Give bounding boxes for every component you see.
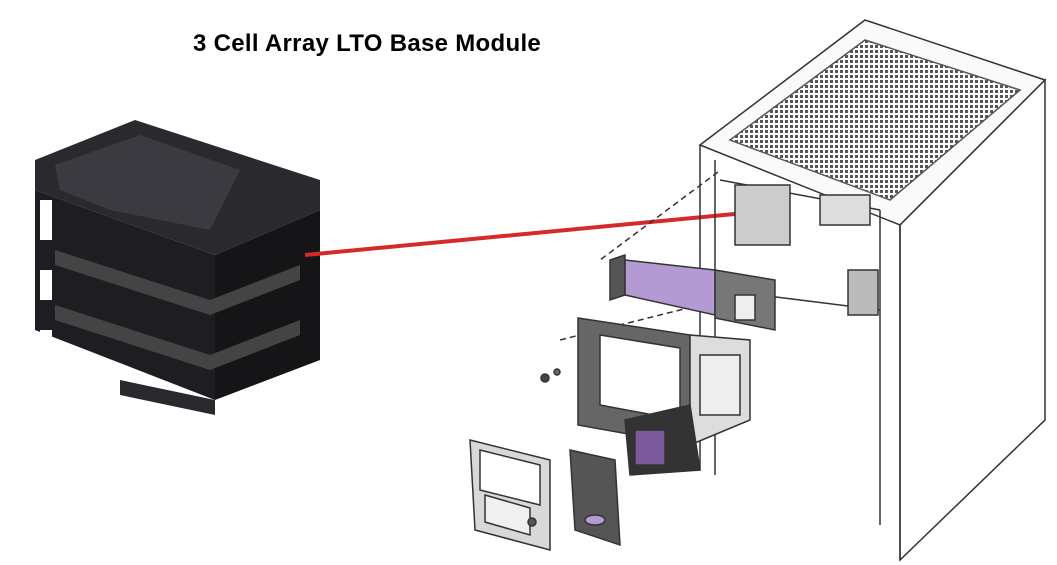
base-module-photo [35, 120, 320, 415]
connector-line [304, 211, 746, 257]
frame-panel [540, 317, 751, 447]
front-door [469, 439, 551, 551]
drive-module [624, 404, 701, 476]
side-panel [569, 449, 621, 547]
cabinet-drawing [559, 19, 1047, 562]
diagram-title: 3 Cell Array LTO Base Module [193, 30, 542, 57]
lto-cartridge-assembly [609, 253, 776, 331]
